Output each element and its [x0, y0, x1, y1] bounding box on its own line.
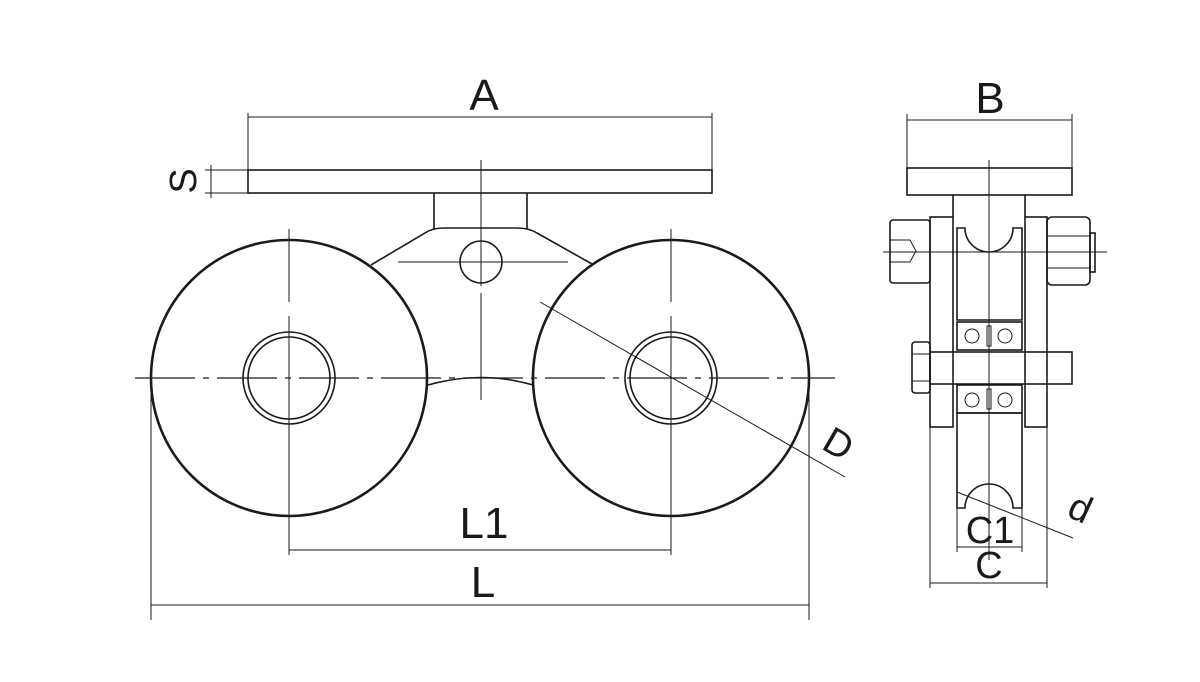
left-side-plate	[929, 216, 954, 428]
label-c: C	[975, 545, 1002, 587]
label-c1: C1	[966, 510, 1015, 552]
dimension-c: C	[930, 545, 1047, 587]
dimension-c1: C1	[956, 508, 1023, 552]
axle-bolt	[911, 341, 1073, 394]
label-l1: L1	[460, 499, 509, 548]
label-b: B	[975, 74, 1004, 123]
dimension-s: S	[163, 165, 248, 198]
right-side-plate	[1024, 216, 1048, 428]
label-d-upper: D	[816, 420, 861, 470]
diameter-leader	[539, 301, 846, 478]
dimension-b: B	[906, 74, 1073, 168]
side-view: B	[883, 74, 1107, 588]
groove-leader	[956, 491, 1074, 539]
label-d-groove: d	[1062, 486, 1099, 533]
label-l: L	[471, 558, 495, 607]
dimension-l1: L1	[288, 425, 672, 555]
dimension-l: L	[150, 385, 810, 620]
dimension-a: A	[247, 71, 713, 193]
hex-nut	[1046, 216, 1091, 286]
front-view: A S	[135, 71, 860, 620]
label-a: A	[469, 71, 499, 120]
sheave-section	[956, 227, 1023, 509]
top-plate	[247, 169, 713, 194]
label-s: S	[163, 168, 205, 193]
